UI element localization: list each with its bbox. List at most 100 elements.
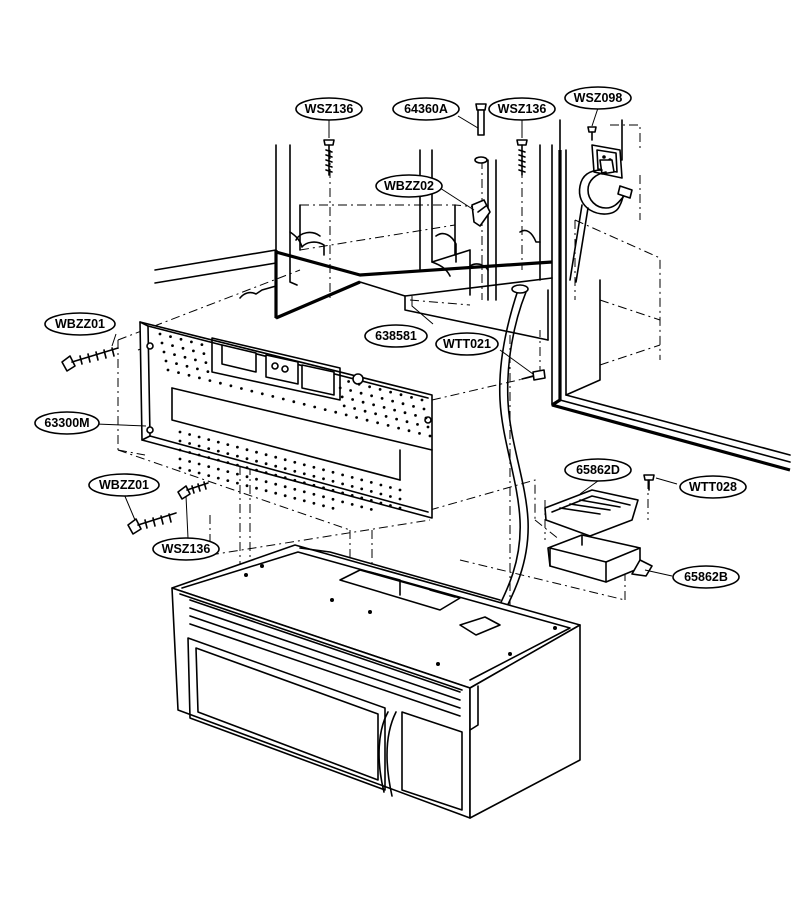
plate-perforation — [185, 364, 189, 368]
plate-perforation — [353, 407, 356, 410]
plate-perforation — [197, 462, 201, 466]
plate-perforation — [344, 413, 348, 417]
screw-wsz136-lower — [177, 481, 209, 500]
plate-perforation — [360, 478, 364, 482]
plate-perforation — [350, 503, 354, 506]
plate-perforation — [416, 423, 419, 426]
plate-perforation — [424, 416, 428, 420]
plate-perforation — [382, 406, 386, 409]
plate-perforation — [190, 340, 193, 344]
plate-perforation — [428, 434, 432, 438]
label-64360a: 64360A — [392, 97, 460, 121]
plate-perforation — [422, 407, 426, 411]
plate-perforation — [331, 470, 335, 474]
plate-perforation — [412, 405, 415, 408]
plate-perforation — [361, 400, 365, 404]
screw-wtt028 — [643, 474, 655, 491]
label-638581: 638581 — [364, 324, 428, 348]
plate-perforation — [399, 393, 403, 397]
plate-perforation — [206, 370, 210, 373]
plate-perforation — [264, 453, 268, 457]
plate-perforation — [188, 451, 192, 454]
label-text: 65862B — [684, 570, 728, 584]
plate-perforation — [226, 461, 230, 464]
plate-perforation — [302, 463, 306, 467]
plate-perforation — [414, 414, 417, 417]
plate-perforation — [398, 506, 402, 510]
label-wsz136-top-left: WSZ136 — [295, 97, 363, 121]
plate-perforation — [380, 397, 384, 400]
plate-perforation — [357, 382, 361, 386]
mounting-screw-top-right — [516, 139, 528, 176]
plate-perforation — [341, 491, 344, 495]
plate-perforation — [331, 497, 335, 501]
plate-perforation — [283, 467, 287, 471]
microwave-oven — [171, 544, 581, 819]
screw-wtt021 — [521, 369, 546, 381]
plate-perforation — [216, 467, 220, 471]
plate-perforation — [166, 368, 170, 372]
label-text: WBZZ01 — [99, 478, 149, 492]
plate-perforation — [196, 367, 199, 371]
plate-perforation — [312, 474, 316, 478]
plate-perforation — [236, 463, 239, 467]
plate-perforation — [226, 470, 230, 473]
label-65862b: 65862B — [672, 565, 740, 589]
plate-perforation — [292, 400, 296, 404]
plate-perforation — [173, 353, 176, 356]
plate-perforation — [188, 433, 192, 436]
plate-perforation — [405, 420, 409, 424]
label-wsz136-top-right: WSZ136 — [488, 97, 556, 121]
plate-perforation — [274, 464, 278, 468]
label-text: WSZ136 — [162, 542, 211, 556]
plate-perforation — [283, 494, 287, 498]
plate-perforation — [250, 389, 254, 393]
plate-perforation — [420, 398, 424, 402]
plate-perforation — [322, 495, 325, 499]
plate-perforation — [264, 471, 268, 475]
plate-perforation — [393, 408, 396, 412]
plate-perforation — [179, 337, 183, 341]
plate-perforation — [386, 424, 390, 427]
label-text: WSZ136 — [498, 102, 547, 116]
plate-perforation — [312, 492, 316, 496]
plate-perforation — [216, 476, 220, 480]
plate-perforation — [368, 385, 371, 389]
plate-perforation — [236, 445, 239, 449]
bolt-wbzz01-lower — [127, 512, 177, 535]
plate-perforation — [360, 496, 364, 500]
label-text: WSZ136 — [305, 102, 354, 116]
plate-perforation — [359, 391, 363, 395]
plate-perforation — [341, 500, 344, 504]
plate-perforation — [293, 487, 297, 491]
anchor-bolt-64360a — [474, 103, 488, 164]
plate-perforation — [338, 386, 342, 390]
plate-perforation — [293, 496, 297, 500]
plate-perforation — [293, 478, 297, 482]
plate-perforation — [293, 460, 297, 464]
plate-perforation — [274, 473, 278, 477]
plate-perforation — [274, 482, 278, 486]
plate-perforation — [178, 466, 182, 470]
plate-perforation — [369, 508, 373, 511]
label-text: WTT021 — [443, 337, 491, 351]
plate-perforation — [264, 462, 268, 466]
plate-perforation — [342, 404, 346, 408]
plate-perforation — [255, 477, 258, 481]
plate-perforation — [264, 489, 268, 493]
plate-perforation — [365, 418, 369, 422]
plate-perforation — [302, 472, 306, 476]
plate-perforation — [403, 411, 407, 415]
plate-perforation — [274, 491, 278, 495]
screw-wsz098 — [587, 126, 597, 141]
plate-perforation — [395, 417, 398, 421]
plate-perforation — [341, 473, 344, 477]
upper-cabinet — [154, 119, 791, 472]
plate-perforation — [197, 453, 201, 457]
plate-perforation — [216, 458, 220, 462]
plate-perforation — [283, 476, 287, 480]
plate-perforation — [331, 488, 335, 492]
label-63300m: 63300M — [34, 411, 100, 435]
plate-perforation — [389, 504, 392, 507]
plate-perforation — [302, 490, 306, 494]
